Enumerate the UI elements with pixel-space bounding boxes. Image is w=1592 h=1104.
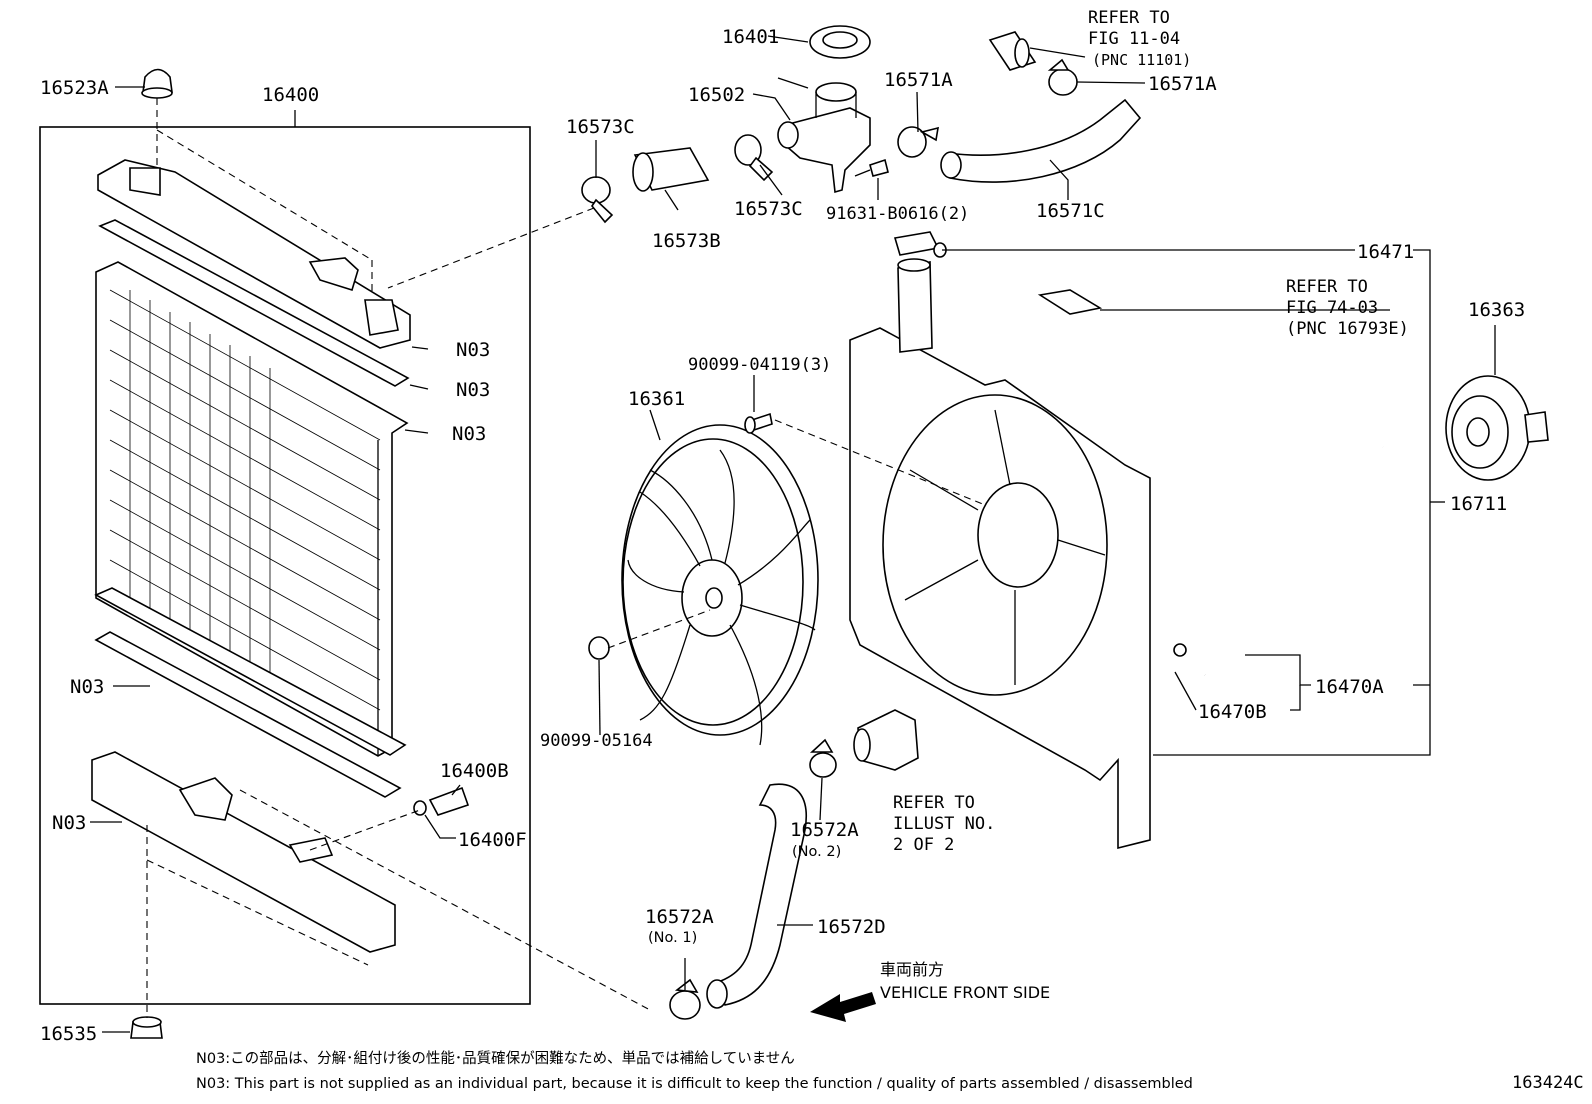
label-90099-04119: 90099-04119(3) — [688, 355, 831, 375]
direction-en: VEHICLE FRONT SIDE — [880, 983, 1050, 1002]
upper-hose-group — [387, 25, 1142, 289]
hose-clip-16470b — [1173, 643, 1187, 657]
hose-16572d — [717, 783, 807, 1006]
label-16400b: 16400B — [440, 760, 509, 782]
hose-clamp-16571a-lower — [897, 126, 927, 158]
direction-jp: 車両前方 — [880, 960, 944, 979]
ref-fig74-line1: REFER TO — [1286, 277, 1368, 297]
label-91631: 91631-B0616(2) — [826, 204, 969, 224]
ref-fig74-line3: (PNC 16793E) — [1286, 319, 1409, 339]
drain-cock — [428, 786, 470, 816]
upper-packing — [98, 219, 410, 387]
hose-clamp-16573c-right — [734, 134, 762, 166]
ref-fig11-line1: REFER TO — [1088, 8, 1170, 28]
label-16572d: 16572D — [817, 916, 886, 938]
label-n03-lower-tank: N03 — [52, 812, 86, 834]
label-16361: 16361 — [628, 388, 685, 410]
fan-assembly — [588, 231, 1549, 850]
ref-illust-line2: ILLUST NO. — [893, 814, 995, 834]
label-16470b: 16470B — [1198, 701, 1267, 723]
label-n03-upper-packing: N03 — [456, 379, 490, 401]
reservoir-cap-16471 — [893, 231, 940, 256]
label-16711: 16711 — [1450, 493, 1507, 515]
label-16502: 16502 — [688, 84, 745, 106]
reservoir-neck — [897, 261, 933, 353]
label-n03-core: N03 — [452, 423, 486, 445]
label-16471: 16471 — [1357, 241, 1414, 263]
label-16400: 16400 — [262, 84, 319, 106]
leader-lines — [90, 35, 1496, 1033]
label-16571a-lower: 16571A — [884, 69, 953, 91]
hose-clamp-16572a-no1 — [669, 990, 701, 1020]
shroud-opening — [882, 394, 1108, 696]
label-16572a-no1-sub: (No. 1) — [648, 930, 697, 946]
label-16401: 16401 — [722, 26, 779, 48]
ref-fig11-line3: (PNC 11101) — [1092, 51, 1191, 69]
label-16572a-no2-sub: (No. 2) — [792, 844, 841, 860]
label-16571c: 16571C — [1036, 200, 1105, 222]
label-16573b: 16573B — [652, 230, 721, 252]
overflow-hose-group — [1173, 437, 1384, 686]
footnote-jp: N03:この部品は、分解･組付け後の性能･品質確保が困難なため、単品では補給して… — [196, 1049, 795, 1067]
label-16573c-right: 16573C — [734, 198, 803, 220]
label-16535: 16535 — [40, 1023, 97, 1045]
figure-id: 163424C — [1512, 1073, 1584, 1093]
filler-neck-16502 — [784, 107, 871, 194]
radiator-group-frame — [39, 126, 531, 1005]
lower-tank — [91, 751, 396, 953]
label-16400f: 16400F — [458, 829, 527, 851]
lower-packing — [94, 631, 402, 798]
hose-16571c — [947, 98, 1142, 183]
ref-illust-line3: 2 OF 2 — [893, 835, 954, 855]
radiator-cap-16401 — [809, 25, 871, 59]
label-16523a: 16523A — [40, 77, 109, 99]
label-16363: 16363 — [1468, 299, 1525, 321]
fan-shroud — [849, 327, 1151, 850]
label-n03-lower-packing: N03 — [70, 676, 104, 698]
vehicle-front-arrow-icon — [810, 992, 876, 1022]
nut-90099-05164 — [588, 636, 610, 660]
label-16470a: 16470A — [1315, 676, 1384, 698]
label-n03-upper-tank: N03 — [456, 339, 490, 361]
label-16572a-no1: 16572A — [645, 906, 714, 928]
ref-illust-line1: REFER TO — [893, 793, 975, 813]
ref-fig74-line2: FIG 74-03 — [1286, 298, 1378, 318]
bolt-91631 — [869, 158, 889, 177]
hose-clamp-16571a-upper — [1048, 68, 1078, 96]
upper-tank — [97, 159, 411, 349]
ref-fig11-line2: FIG 11-04 — [1088, 29, 1180, 49]
hose-clamp-16572a-no2 — [809, 752, 837, 778]
radiator-assembly — [39, 68, 651, 1039]
reference-notes: REFER TO FIG 11-04 (PNC 11101) REFER TO … — [893, 8, 1409, 855]
label-16571a-upper: 16571A — [1148, 73, 1217, 95]
upper-cushion — [142, 68, 173, 93]
label-16572a-no2: 16572A — [790, 819, 859, 841]
part-labels: 16523A 16400 16401 16502 16571A 16571A 1… — [40, 26, 1525, 1045]
label-16573c-left: 16573C — [566, 116, 635, 138]
label-90099-05164: 90099-05164 — [540, 731, 653, 751]
lower-hose-group — [669, 709, 919, 1020]
core-fins — [109, 289, 381, 711]
caution-label — [1037, 289, 1103, 315]
footnote-en: N03: This part is not supplied as an ind… — [196, 1076, 1193, 1092]
